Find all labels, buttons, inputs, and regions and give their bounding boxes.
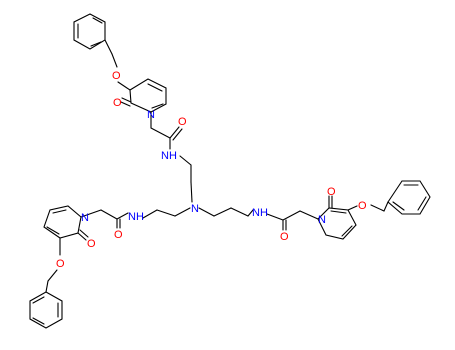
oxygen-amide-right: O (280, 231, 289, 243)
right-pyridone-ring (317, 195, 357, 240)
top-chain (150, 111, 193, 203)
center-chains (142, 207, 249, 219)
right-chain (247, 209, 319, 231)
oxygen-ether-left: O (56, 258, 65, 270)
oxygen-amide-top: O (178, 116, 187, 128)
nitrogen-ring-right: N (318, 214, 326, 226)
nh-amide-right: NH (252, 207, 268, 219)
left-pyridone-ring (43, 205, 89, 241)
top-linker (104, 39, 131, 91)
top-benzyl-ring (73, 13, 106, 50)
oxygen-keto-right: O (327, 186, 336, 198)
nitrogen-ring-top: N (147, 109, 155, 121)
nh-amide-left: NH (128, 211, 144, 223)
right-benzyl-ring (387, 180, 431, 215)
nitrogen-center: N (191, 203, 199, 215)
left-linker (45, 237, 61, 293)
oxygen-keto-top: O (113, 97, 122, 109)
left-chain (80, 209, 129, 229)
top-pyridone-ring (120, 78, 167, 113)
nitrogen-ring-left: N (81, 212, 89, 224)
nh-amide-top: NH (161, 150, 177, 162)
oxygen-ether-right: O (358, 200, 367, 212)
oxygen-keto-left: O (87, 238, 96, 250)
right-linker (347, 201, 389, 212)
oxygen-amide-left: O (114, 229, 123, 241)
oxygen-ether-top: O (112, 70, 121, 82)
left-benzyl-ring (29, 291, 63, 329)
